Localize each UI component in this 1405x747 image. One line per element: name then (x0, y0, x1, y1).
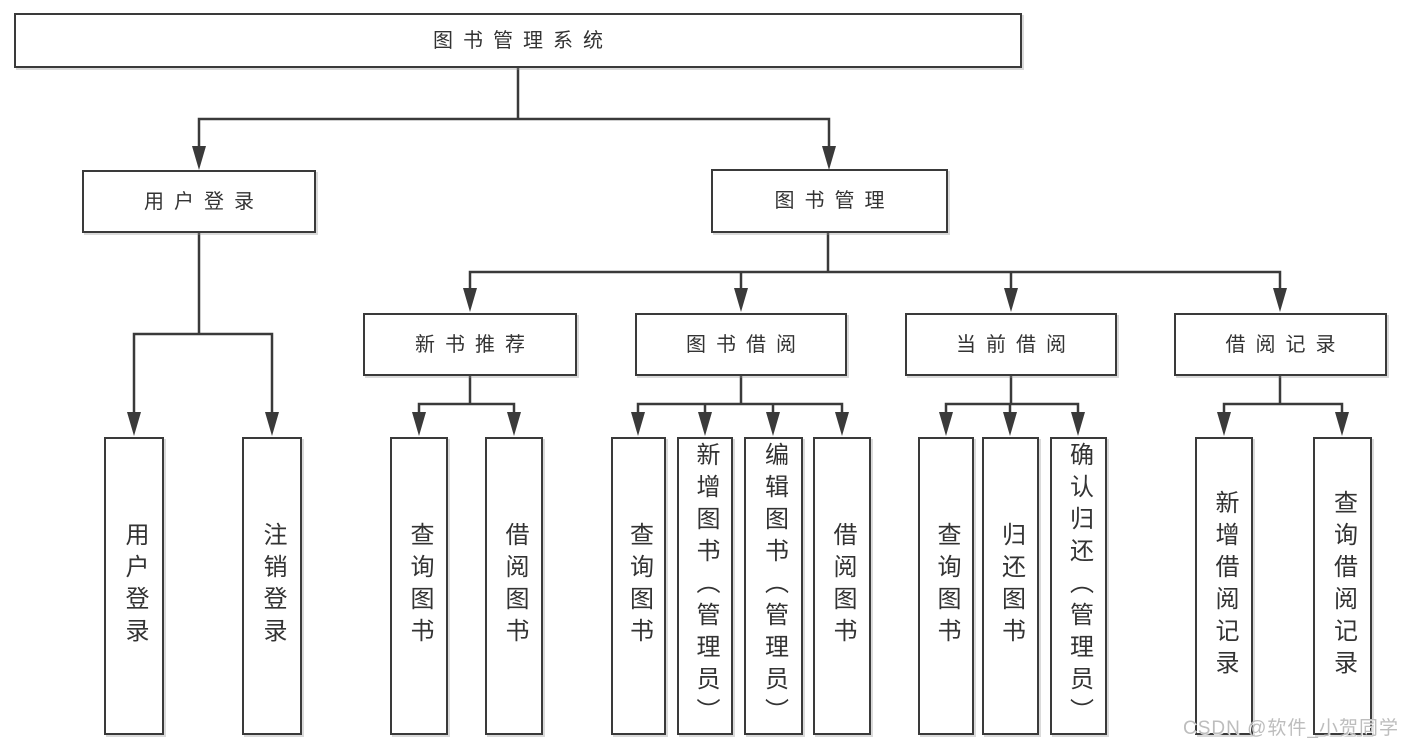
node-label: 借阅图书 (501, 522, 528, 650)
edge-borrowrecord-to-leaves (1222, 376, 1344, 414)
node-label: 图书管理 (774, 190, 895, 212)
node-label: 新增图书（管理员） (692, 442, 719, 730)
node-label: 查询图书 (625, 522, 653, 650)
node-label: 新书推荐 (415, 333, 535, 356)
edge-bookmgmt-to-level3 (468, 233, 1282, 290)
leaf-edit-book-admin: 编辑图书（管理员） (744, 437, 803, 735)
leaf-query-books-current: 查询图书 (918, 437, 974, 735)
edge-currentborrow-to-leaves (944, 376, 1080, 414)
node-label: 借阅图书 (829, 522, 856, 650)
leaf-user-login: 用户登录 (104, 437, 164, 735)
node-label: 查询借阅记录 (1329, 490, 1357, 682)
node-new-book-recommend: 新书推荐 (363, 313, 577, 376)
node-label: 新增借阅记录 (1211, 490, 1238, 682)
edge-root-to-level2 (197, 68, 831, 148)
node-label: 用户登录 (144, 190, 264, 213)
leaf-query-borrow-record: 查询借阅记录 (1313, 437, 1372, 735)
edge-bookborrow-to-leaves (636, 376, 844, 414)
leaf-borrow-books-recommend: 借阅图书 (485, 437, 543, 735)
leaf-return-books: 归还图书 (982, 437, 1039, 735)
node-label: 编辑图书（管理员） (760, 442, 788, 730)
node-label: 查询图书 (933, 522, 960, 650)
node-current-borrow: 当前借阅 (905, 313, 1117, 376)
node-label: 借阅记录 (1225, 333, 1346, 356)
node-label: 查询图书 (406, 522, 433, 650)
node-label: 图书借阅 (686, 333, 806, 356)
node-label: 图书管理系统 (433, 29, 613, 52)
node-borrow-records: 借阅记录 (1174, 313, 1387, 376)
node-label: 归还图书 (997, 522, 1025, 650)
leaf-confirm-return-admin: 确认归还（管理员） (1050, 437, 1107, 735)
leaf-query-books-borrow: 查询图书 (611, 437, 666, 735)
leaf-add-book-admin: 新增图书（管理员） (677, 437, 733, 735)
node-library-system: 图书管理系统 (14, 13, 1022, 68)
leaf-query-books-recommend: 查询图书 (390, 437, 448, 735)
leaf-add-borrow-record: 新增借阅记录 (1195, 437, 1253, 735)
node-label: 确认归还（管理员） (1065, 442, 1093, 730)
node-label: 当前借阅 (956, 333, 1076, 356)
node-label: 用户登录 (121, 522, 148, 650)
leaf-logout: 注销登录 (242, 437, 302, 735)
node-book-management: 图书管理 (711, 169, 948, 233)
edge-userlogin-to-leaves (132, 233, 274, 414)
node-user-login: 用户登录 (82, 170, 316, 233)
node-label: 注销登录 (259, 522, 286, 650)
edge-newbook-to-leaves (417, 376, 516, 414)
watermark: CSDN @软件_小贺同学 (1183, 718, 1399, 739)
node-book-borrow: 图书借阅 (635, 313, 847, 376)
leaf-borrow-books: 借阅图书 (813, 437, 871, 735)
